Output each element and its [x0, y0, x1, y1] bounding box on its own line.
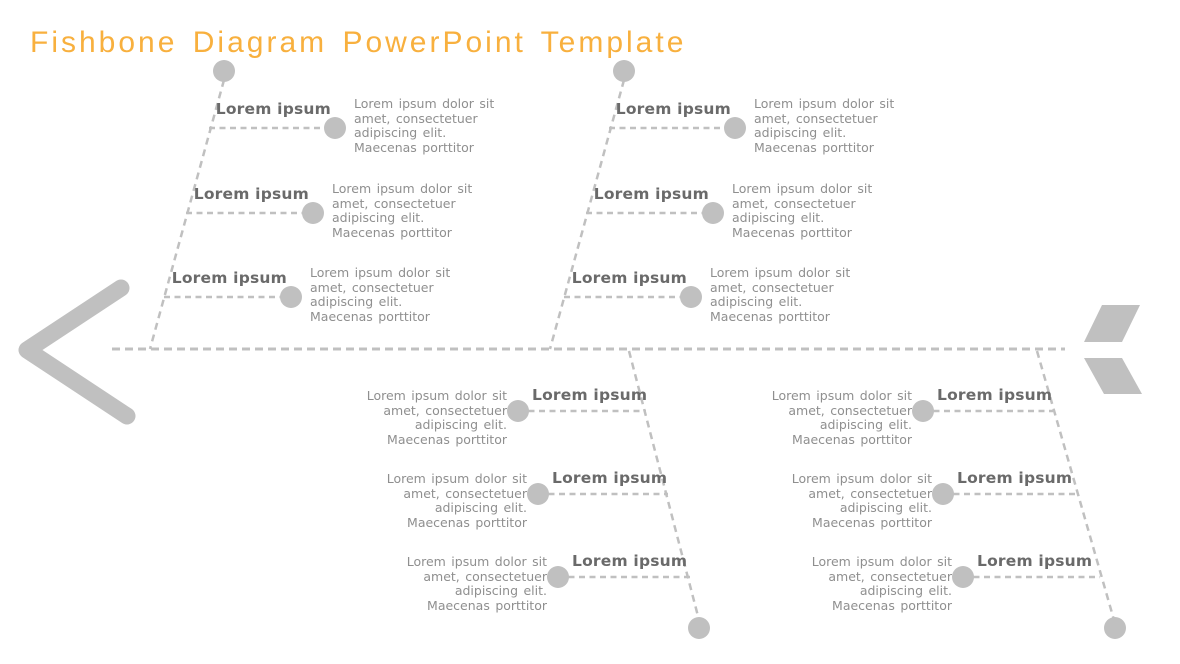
cause-label: Lorem ipsum [215, 100, 331, 118]
connector-dot [324, 117, 346, 139]
tail-fin-bottom-icon [1084, 358, 1142, 394]
fish-head-icon [18, 279, 136, 425]
connector-dot [302, 202, 324, 224]
cause-description: Lorem ipsum dolor sit amet, consectetuer… [811, 554, 952, 613]
cause-description: Lorem ipsum dolor sit amet, consectetuer… [310, 265, 451, 324]
cause-description: Lorem ipsum dolor sit amet, consectetuer… [710, 265, 851, 324]
branch-end-dot [213, 60, 235, 82]
branch-end-dot [1104, 617, 1126, 639]
cause-label: Lorem ipsum [571, 269, 687, 287]
cause-label: Lorem ipsum [593, 185, 709, 203]
connector-dot [702, 202, 724, 224]
connector-dot [507, 400, 529, 422]
connector-dot [952, 566, 974, 588]
branch-line-top-left [148, 79, 226, 350]
page-title: Fishbone Diagram PowerPoint Template [30, 26, 687, 60]
cause-description: Lorem ipsum dolor sit amet, consectetuer… [791, 471, 932, 530]
connector-dot [932, 483, 954, 505]
cause-label: Lorem ipsum [615, 100, 731, 118]
cause-label: Lorem ipsum [193, 185, 309, 203]
cause-description: Lorem ipsum dolor sit amet, consectetuer… [332, 181, 473, 240]
cause-description: Lorem ipsum dolor sit amet, consectetuer… [366, 388, 507, 447]
branch-end-dot [613, 60, 635, 82]
branch-line-bottom-left [627, 350, 701, 621]
cause-description: Lorem ipsum dolor sit amet, consectetuer… [406, 554, 547, 613]
connector-dot [547, 566, 569, 588]
connector-dot [680, 286, 702, 308]
cause-label: Lorem ipsum [957, 469, 1073, 487]
connector-dot [280, 286, 302, 308]
cause-label: Lorem ipsum [532, 386, 648, 404]
branch-end-dot [688, 617, 710, 639]
cause-label: Lorem ipsum [937, 386, 1053, 404]
cause-description: Lorem ipsum dolor sit amet, consectetuer… [771, 388, 912, 447]
connector-dot [724, 117, 746, 139]
cause-description: Lorem ipsum dolor sit amet, consectetuer… [754, 96, 895, 155]
branch-line-bottom-right [1035, 350, 1116, 621]
cause-label: Lorem ipsum [572, 552, 688, 570]
cause-description: Lorem ipsum dolor sit amet, consectetuer… [732, 181, 873, 240]
connector-dot [527, 483, 549, 505]
tail-fin-top-icon [1084, 305, 1140, 342]
cause-label: Lorem ipsum [552, 469, 668, 487]
branch-line-top-right [548, 79, 626, 350]
cause-label: Lorem ipsum [171, 269, 287, 287]
cause-label: Lorem ipsum [977, 552, 1093, 570]
connector-dot [912, 400, 934, 422]
cause-description: Lorem ipsum dolor sit amet, consectetuer… [386, 471, 527, 530]
cause-description: Lorem ipsum dolor sit amet, consectetuer… [354, 96, 495, 155]
